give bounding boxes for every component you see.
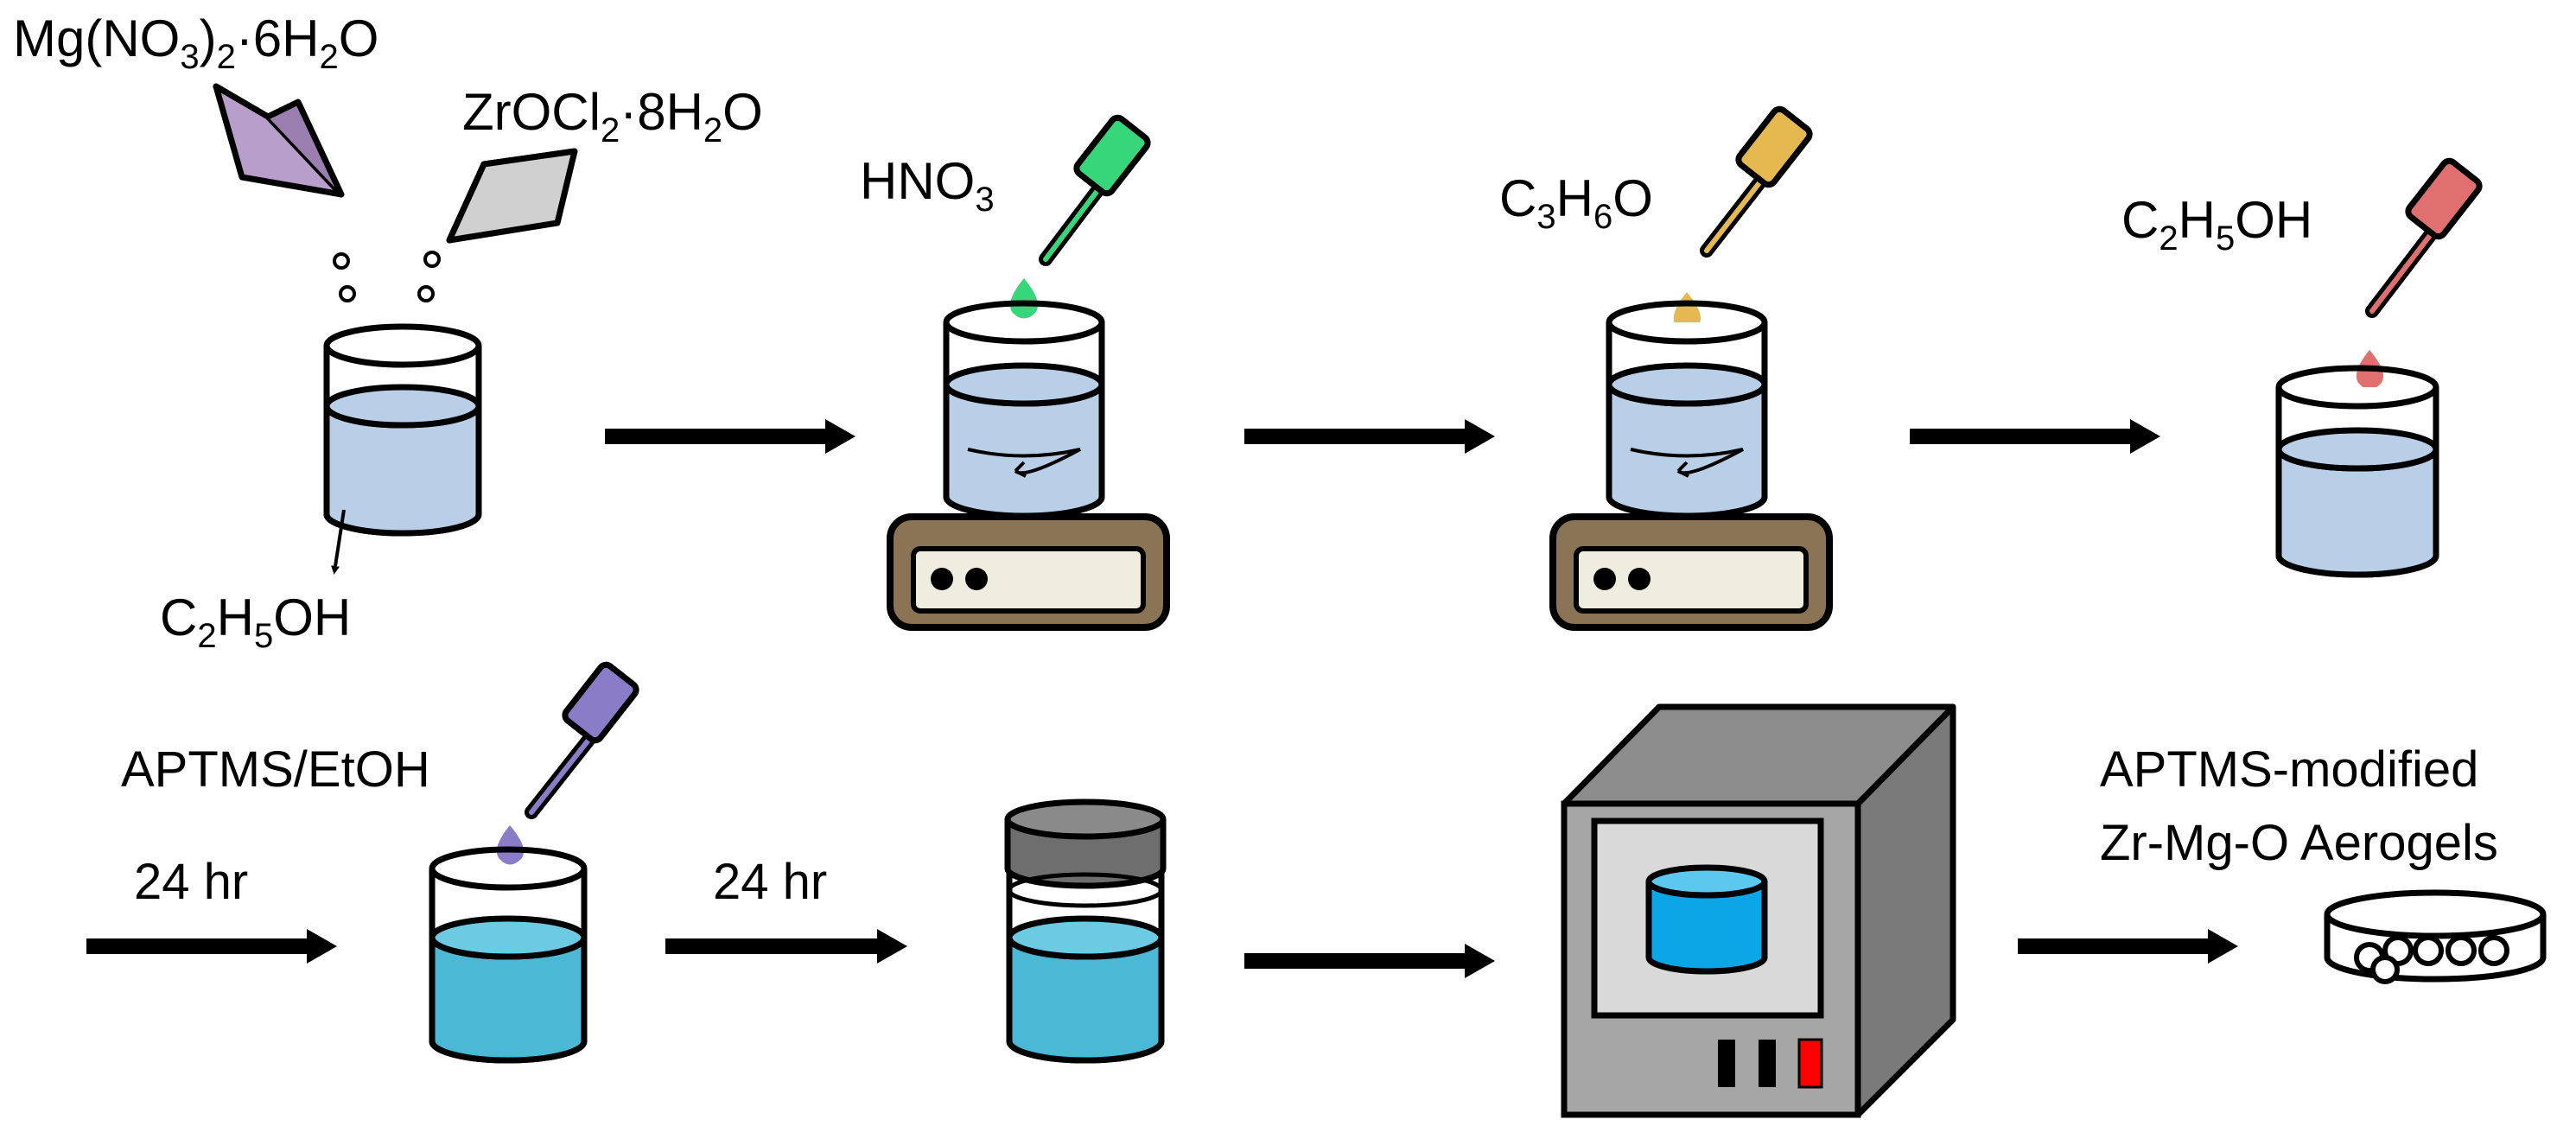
beaker-icon bbox=[1606, 300, 1768, 519]
step3-group: C3H6O bbox=[1499, 105, 1833, 631]
product-label-line2: Zr-Mg-O Aerogels bbox=[2100, 815, 2498, 871]
process-arrow bbox=[1910, 419, 2160, 454]
aerogel-beads-icon bbox=[2354, 935, 2509, 984]
petri-dish-icon bbox=[2324, 889, 2547, 984]
process-arrow bbox=[605, 419, 855, 454]
indicator-icon bbox=[1797, 1038, 1823, 1089]
stir-plate-icon bbox=[887, 513, 1170, 631]
pipette-icon bbox=[525, 661, 639, 819]
supercritical-dryer-icon bbox=[1561, 703, 1956, 1118]
pipette-icon bbox=[1039, 114, 1151, 266]
zrocl-label: ZrOCl2·8H2O bbox=[462, 83, 763, 149]
ethanol-label: C2H5OH bbox=[2121, 191, 2312, 258]
indicator-icon bbox=[1759, 1040, 1776, 1087]
beaker-icon bbox=[2275, 365, 2439, 578]
time-label: 24 hr bbox=[134, 854, 248, 910]
droplet-icon bbox=[1009, 278, 1039, 319]
falling-particles-icon bbox=[333, 251, 441, 302]
indicator-icon bbox=[1718, 1040, 1735, 1087]
step2-group: HNO3 bbox=[860, 114, 1170, 631]
solvent-pointer-arrow bbox=[331, 509, 346, 575]
step6-group: 24 hr bbox=[665, 798, 1167, 1064]
acetone-label: C3H6O bbox=[1499, 169, 1653, 236]
pipette-icon bbox=[2365, 157, 2483, 318]
process-arrow bbox=[665, 929, 907, 964]
ethanol-solvent-label: C2H5OH bbox=[160, 588, 351, 655]
time-label: 24 hr bbox=[713, 854, 827, 910]
beaker-icon bbox=[429, 846, 588, 1064]
step5-group: APTMS/EtOH 24 hr bbox=[86, 661, 639, 1064]
mg-nitrate-label: Mg(NO3)2·6H2O bbox=[13, 10, 378, 76]
aptms-ethanol-label: APTMS/EtOH bbox=[121, 741, 430, 798]
sealed-vial-icon bbox=[1004, 798, 1167, 1064]
step4-group: C2H5OH bbox=[2121, 157, 2483, 578]
stir-swirl-icon bbox=[967, 448, 1081, 475]
mg-salt-paper-icon bbox=[213, 83, 345, 198]
droplet-icon bbox=[496, 825, 525, 865]
nitric-acid-label: HNO3 bbox=[860, 152, 995, 219]
step1-group: Mg(NO3)2·6H2O ZrOCl2·8H2O bbox=[13, 10, 763, 655]
product-label-line1: APTMS-modified bbox=[2100, 741, 2478, 798]
stir-swirl-icon bbox=[1630, 448, 1744, 475]
zr-salt-paper-icon bbox=[446, 148, 578, 244]
beaker-icon bbox=[323, 323, 482, 537]
beaker-icon bbox=[943, 300, 1105, 519]
process-arrow bbox=[2018, 929, 2238, 964]
process-arrow bbox=[1244, 419, 1495, 454]
pipette-icon bbox=[1700, 105, 1813, 258]
dryer-vessel-icon bbox=[1645, 864, 1768, 975]
final-product-group: APTMS-modified Zr-Mg-O Aerogels bbox=[2100, 741, 2547, 984]
process-arrow bbox=[86, 929, 337, 964]
process-arrow bbox=[1244, 944, 1495, 978]
stir-plate-icon bbox=[1549, 513, 1833, 631]
